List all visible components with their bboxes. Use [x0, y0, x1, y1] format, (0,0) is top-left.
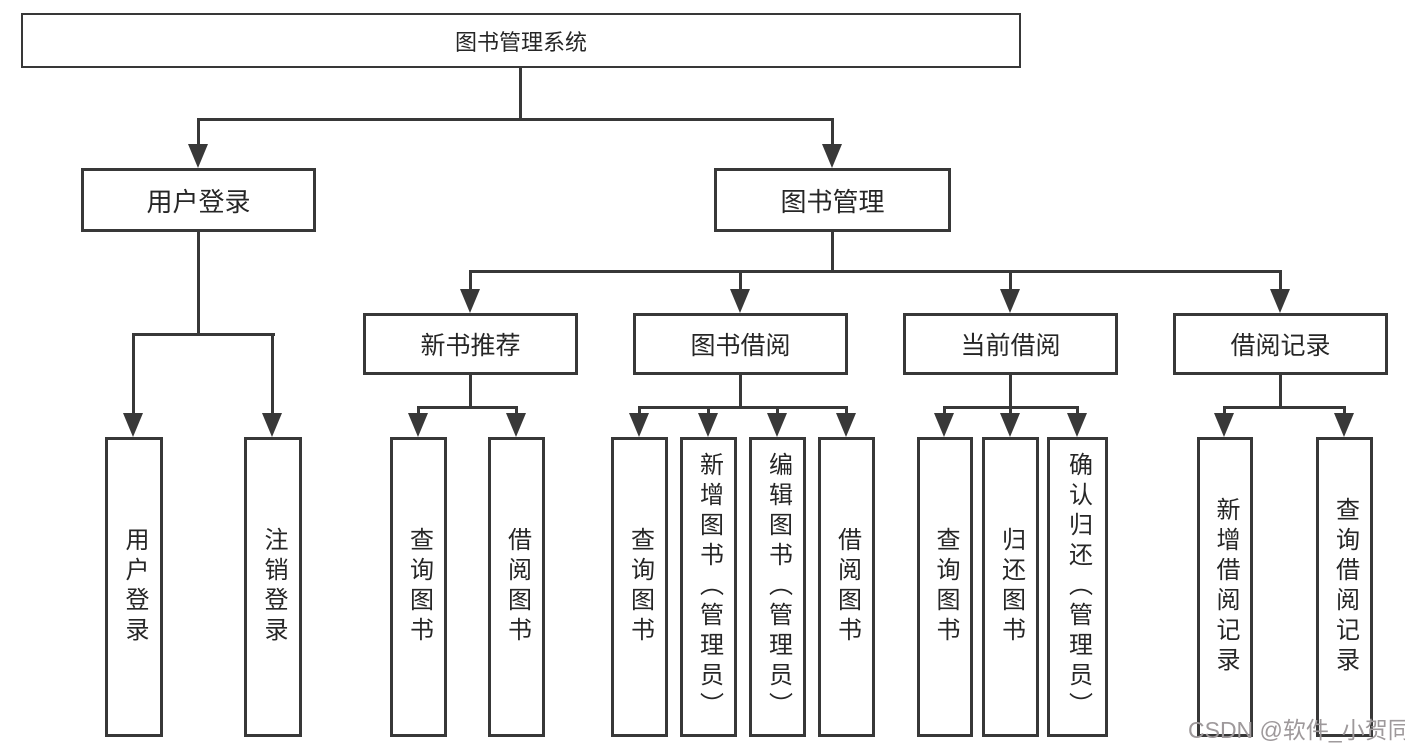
connector-line [515, 406, 518, 416]
arrow-down-icon [1214, 413, 1234, 437]
connector-line [638, 406, 848, 409]
node-label: 查询图书 [626, 527, 654, 647]
node-label: 新增借阅记录 [1212, 497, 1239, 677]
connector-line [1223, 406, 1346, 409]
leaf-user-login: 用户登录 [105, 437, 163, 737]
leaf-confirm-return-admin: 确认归还（管理员） [1047, 437, 1108, 737]
connector-line [707, 406, 710, 416]
arrow-down-icon [1334, 413, 1354, 437]
leaf-edit-book-admin: 编辑图书（管理员） [749, 437, 806, 737]
arrow-down-icon [629, 413, 649, 437]
node-label: 查询图书 [932, 527, 959, 647]
node-borrow-record: 借阅记录 [1173, 313, 1388, 375]
leaf-borrow-book-2: 借阅图书 [818, 437, 875, 737]
arrow-down-icon [698, 413, 718, 437]
connector-line [197, 118, 200, 146]
connector-line [831, 232, 834, 273]
node-label: 借阅图书 [833, 527, 861, 647]
node-label: 用户登录 [146, 186, 251, 217]
node-label: 用户登录 [121, 527, 148, 647]
arrow-down-icon [262, 413, 282, 437]
arrow-down-icon [1067, 413, 1087, 437]
connector-line [1009, 406, 1012, 416]
arrow-down-icon [730, 289, 750, 313]
connector-line [1076, 406, 1079, 416]
node-book-management: 图书管理 [714, 168, 951, 232]
leaf-logout: 注销登录 [244, 437, 302, 737]
connector-line [271, 333, 274, 415]
node-label: 归还图书 [997, 527, 1025, 647]
arrow-down-icon [1270, 289, 1290, 313]
node-label: 新书推荐 [420, 332, 521, 360]
connector-line [519, 67, 522, 120]
watermark: CSDN @软件_小贺同学 [1188, 717, 1405, 743]
leaf-add-borrow-record: 新增借阅记录 [1197, 437, 1253, 737]
connector-line [469, 375, 472, 409]
node-new-book-recommend: 新书推荐 [363, 313, 578, 375]
arrow-down-icon [460, 289, 480, 313]
arrow-down-icon [836, 413, 856, 437]
arrow-down-icon [506, 413, 526, 437]
leaf-query-borrow-record: 查询借阅记录 [1316, 437, 1373, 737]
arrow-down-icon [188, 144, 208, 168]
connector-line [1009, 270, 1012, 291]
leaf-query-book-2: 查询图书 [611, 437, 668, 737]
node-user-login: 用户登录 [81, 168, 316, 232]
node-root: 图书管理系统 [21, 13, 1021, 68]
node-label: 图书管理 [780, 186, 885, 217]
connector-line [1009, 375, 1012, 409]
connector-line [776, 406, 779, 416]
connector-line [197, 118, 834, 121]
node-label: 查询图书 [405, 527, 433, 647]
connector-line [638, 406, 641, 416]
connector-line [197, 232, 200, 336]
connector-line [469, 270, 472, 291]
arrow-down-icon [934, 413, 954, 437]
node-label: 确认归还（管理员） [1064, 452, 1092, 722]
leaf-return-book: 归还图书 [982, 437, 1039, 737]
connector-line [739, 270, 742, 291]
arrow-down-icon [767, 413, 787, 437]
connector-line [1279, 270, 1282, 291]
connector-line [1343, 406, 1346, 416]
node-book-borrow: 图书借阅 [633, 313, 848, 375]
connector-line [469, 270, 1282, 273]
node-label: 图书管理系统 [454, 29, 587, 55]
connector-line [1223, 406, 1226, 416]
connector-line [417, 406, 518, 409]
connector-line [417, 406, 420, 416]
arrow-down-icon [123, 413, 143, 437]
connector-line [831, 118, 834, 146]
node-label: 借阅图书 [503, 527, 531, 647]
connector-line [845, 406, 848, 416]
node-label: 新增图书（管理员） [695, 452, 723, 722]
connector-line [132, 333, 135, 415]
node-label: 图书借阅 [690, 332, 791, 360]
leaf-query-book-3: 查询图书 [917, 437, 973, 737]
arrow-down-icon [822, 144, 842, 168]
node-current-borrow: 当前借阅 [903, 313, 1118, 375]
arrow-down-icon [1000, 289, 1020, 313]
node-label: 注销登录 [260, 527, 287, 647]
leaf-query-book-1: 查询图书 [390, 437, 447, 737]
connector-line [739, 375, 742, 409]
leaf-add-book-admin: 新增图书（管理员） [680, 437, 737, 737]
connector-line [1279, 375, 1282, 409]
arrow-down-icon [1000, 413, 1020, 437]
node-label: 借阅记录 [1230, 332, 1331, 360]
arrow-down-icon [408, 413, 428, 437]
node-label: 查询借阅记录 [1331, 497, 1359, 677]
node-label: 编辑图书（管理员） [764, 452, 792, 722]
node-label: 当前借阅 [960, 332, 1061, 360]
leaf-borrow-book-1: 借阅图书 [488, 437, 545, 737]
connector-line [943, 406, 946, 416]
connector-line [132, 333, 275, 336]
